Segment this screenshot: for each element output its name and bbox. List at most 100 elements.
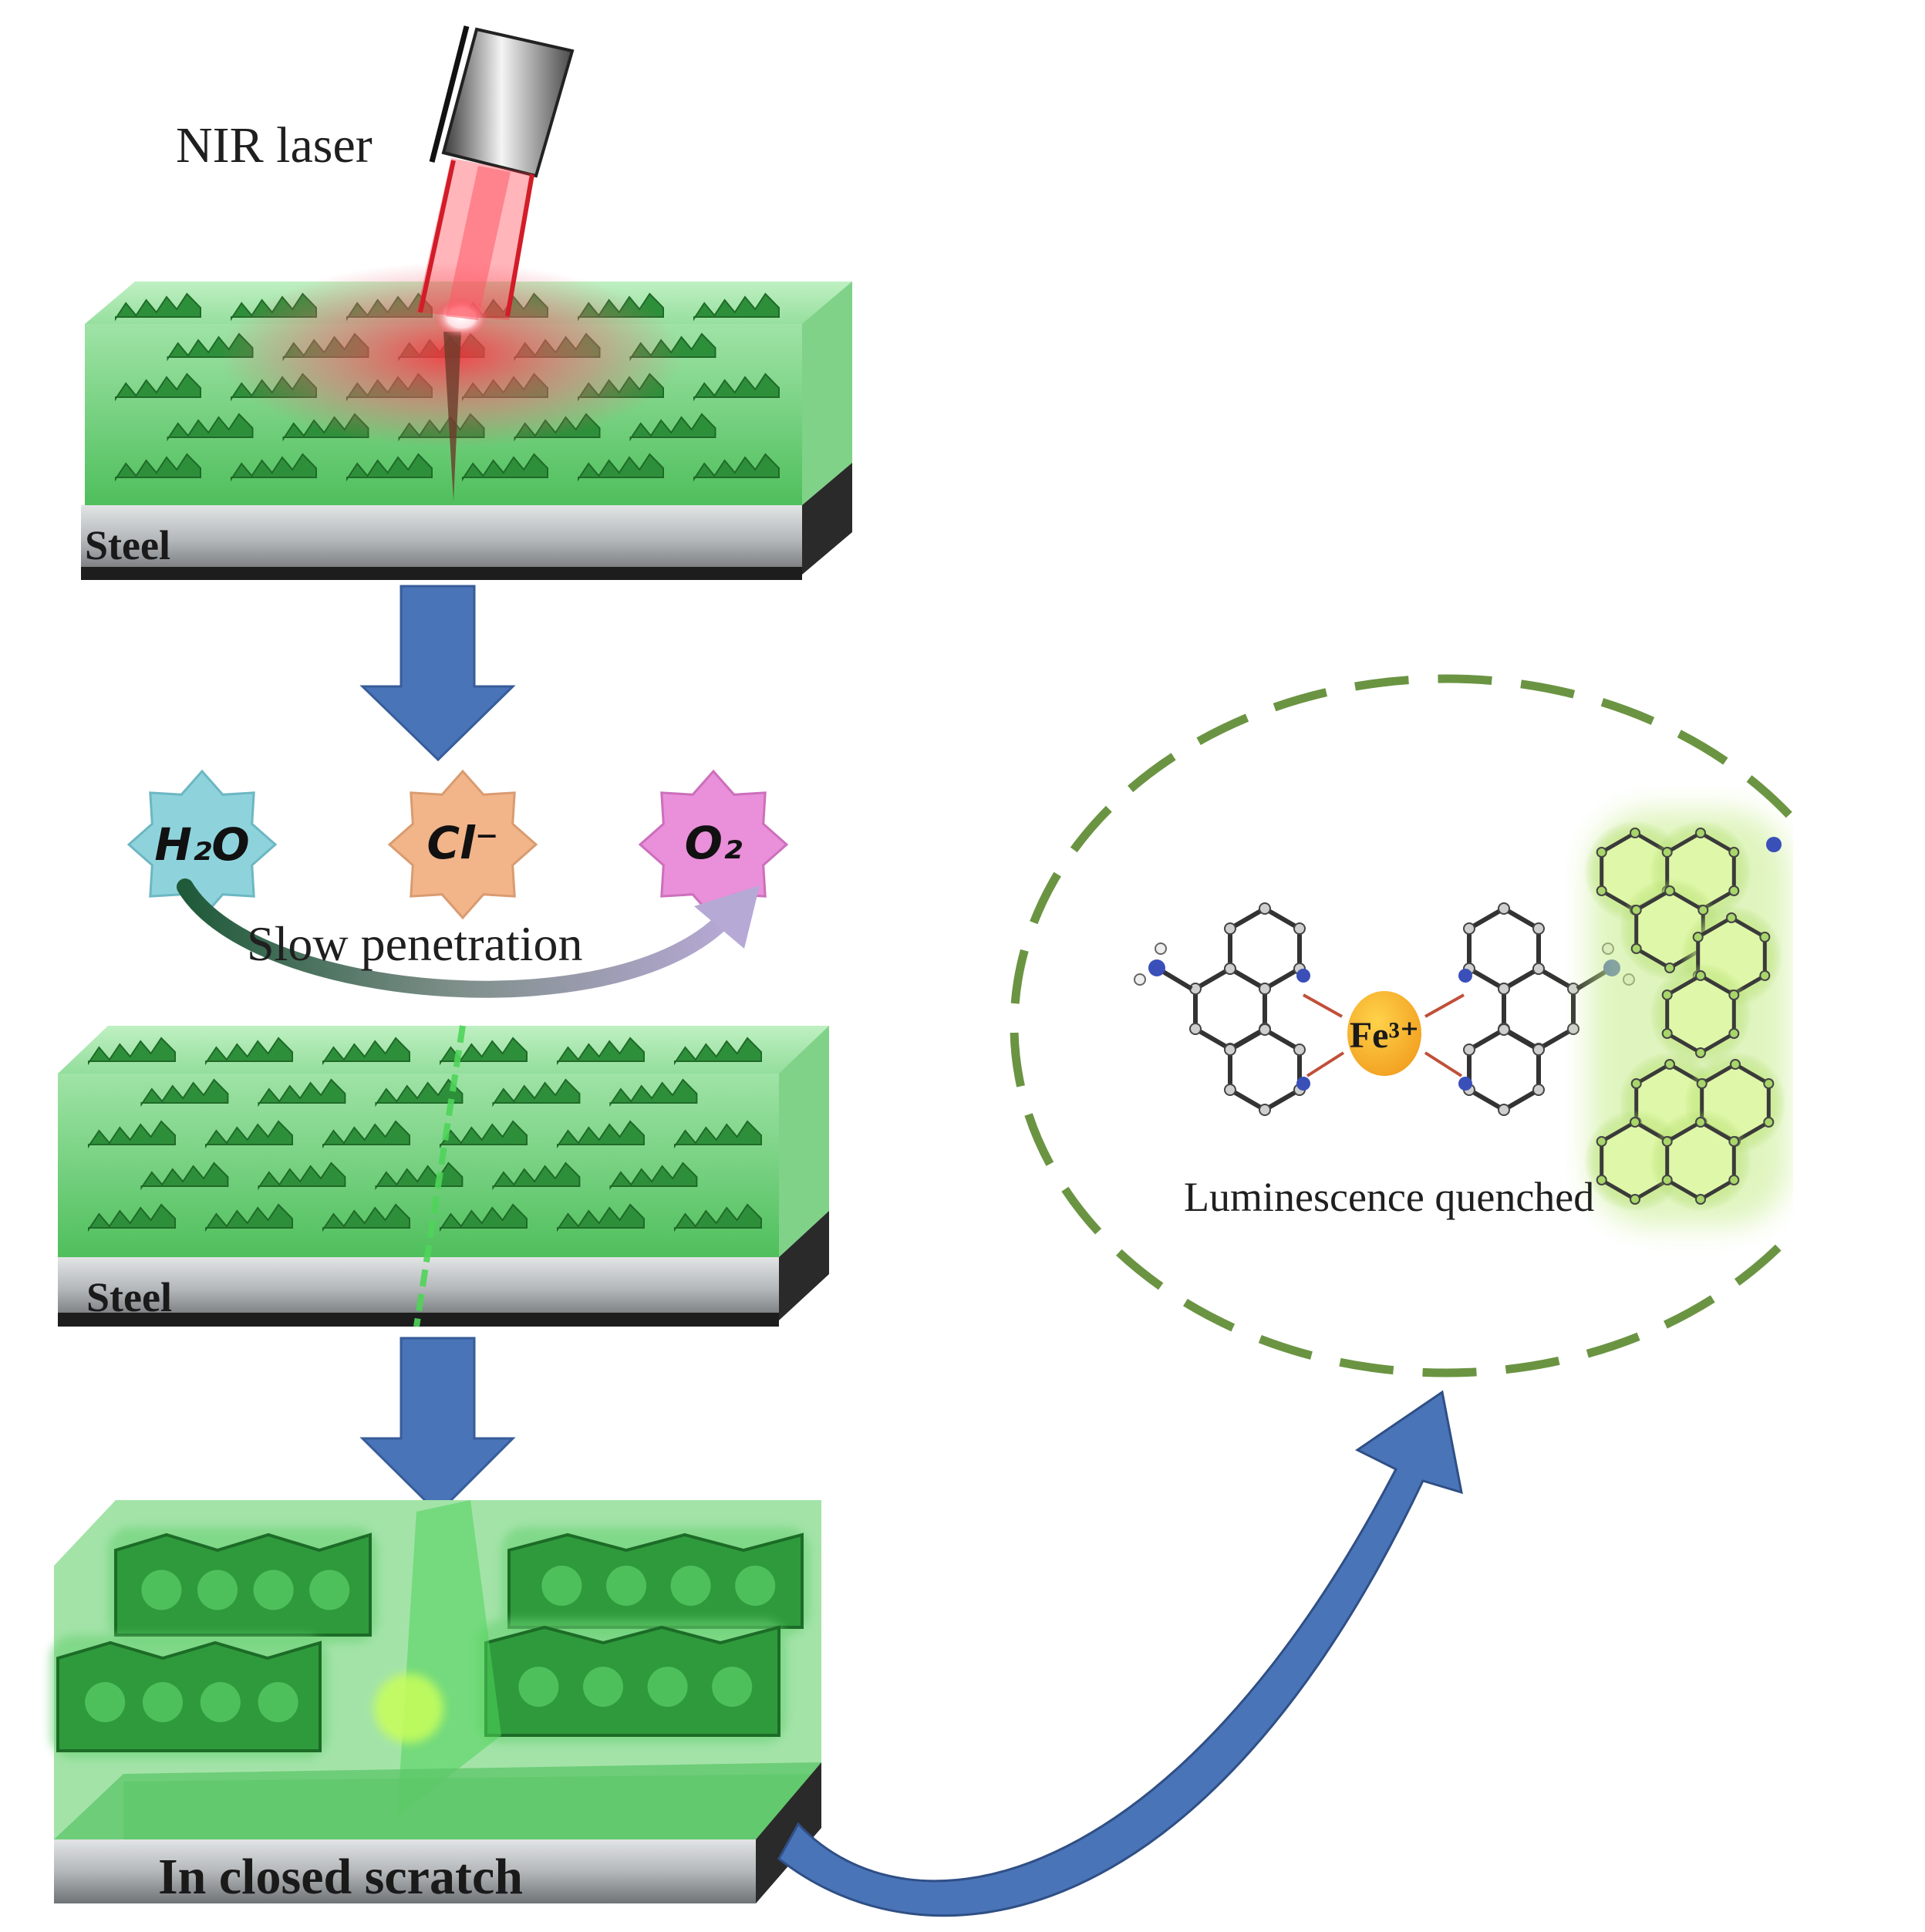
flake-bubble [197,1570,238,1610]
filler-flake [205,1120,293,1149]
filler-flake [674,1037,762,1066]
coating-top-face-2 [58,1026,829,1078]
atom [1630,905,1642,915]
atom [1224,1084,1236,1096]
atom [1759,932,1771,942]
atom [1498,983,1510,995]
coating-block-middle: Steel [58,1025,829,1327]
atom [1661,1136,1673,1147]
filler-flake [492,1078,581,1108]
swollen-filler-flakes [50,1527,810,1758]
atom [1630,1194,1640,1205]
atom [1224,1044,1236,1056]
crop-mask [1793,787,1925,1249]
filler-flake [140,1162,229,1191]
filler-flake [322,1037,410,1066]
flake-bubble [712,1667,753,1707]
filler-flake [88,1203,176,1232]
atom [1695,970,1706,981]
coord-arrow-4 [1424,1051,1463,1077]
flake-bubble [143,1682,183,1722]
ligand-molecule-right [1458,902,1635,1116]
filler-flake [140,1078,229,1108]
filler-flake [609,1162,698,1191]
steel-front-face-3 [54,1839,756,1903]
swollen-flake [114,1532,372,1637]
atom [1630,828,1640,838]
atom [1630,1117,1640,1128]
atom [1259,1104,1271,1116]
steel-front-face-2 [58,1257,779,1320]
atom [1692,932,1704,942]
atom [1498,1104,1510,1116]
atom [1763,1117,1775,1128]
iron-ion-label: Fe³⁺ [1350,1015,1419,1056]
ion-chloride-label: Cl⁻ [426,817,498,869]
penetration-arc [177,878,741,998]
flake-bubble [647,1667,688,1707]
filler-flake [115,453,201,482]
filler-flake [629,413,716,442]
healed-scratch-line [413,1025,466,1327]
filler-flake [557,1203,645,1232]
flow-arrow-down-2 [359,1337,516,1516]
atom [1498,1023,1510,1036]
filler-flake [322,1203,410,1232]
filler-flake [557,1037,645,1066]
coating-side-face-2 [779,1026,829,1257]
nitrogen-atom [1458,1077,1472,1091]
flow-arrow-down-1 [359,585,516,762]
coord-arrow-3 [1424,993,1465,1018]
atom [1696,1078,1708,1089]
atom [1695,1194,1706,1205]
nitrogen-atom [1296,969,1310,983]
filler-flake [609,1078,698,1108]
hydrogen-atom [1134,973,1146,986]
filler-flake [258,1162,346,1191]
atom [1224,922,1236,935]
nitrogen-atom [1296,1077,1310,1091]
atom [1532,963,1545,975]
atom [1463,922,1475,935]
filler-flake [88,1037,176,1066]
ion-water: H₂O [126,769,278,920]
atom [1532,1084,1545,1096]
atom [1763,1078,1775,1089]
laser-beam-edge-right [505,174,534,317]
steel-label-top: Steel [85,522,170,568]
filler-flake [205,1203,293,1232]
swollen-flake [56,1640,322,1752]
filler-flake [578,453,664,482]
hydrogen-atom [1155,942,1167,955]
atom [1661,847,1673,858]
filler-flake [674,1120,762,1149]
flake-bubble [309,1570,350,1610]
filler-flake [88,1120,176,1149]
filler-flake [693,292,780,322]
filler-flake [693,453,780,482]
flake-bubble [541,1566,582,1606]
flake-bubble [141,1570,182,1610]
closed-scratch-label: In closed scratch [158,1849,523,1905]
atom [1728,1136,1740,1147]
steel-side-face-2 [779,1211,829,1320]
steel-front-face [81,505,802,575]
atom [1759,970,1771,981]
nitrogen-atom [1458,969,1472,983]
atom [1259,902,1271,915]
flake-bubble [606,1566,646,1606]
ion-oxygen: O₂ [638,769,789,920]
filler-flake [167,413,254,442]
laser-label: NIR laser [176,117,373,174]
nir-laser: NIR laser [176,25,575,320]
laser-beam-core [446,166,511,320]
filler-flake [557,1120,645,1149]
aromatic-ring [1665,973,1736,1055]
flake-bubble [583,1667,623,1707]
atom [1695,1117,1706,1128]
healed-spot [374,1674,443,1743]
atom [1293,922,1306,935]
atom [1695,1047,1706,1058]
coordination-arrows [1303,993,1465,1077]
